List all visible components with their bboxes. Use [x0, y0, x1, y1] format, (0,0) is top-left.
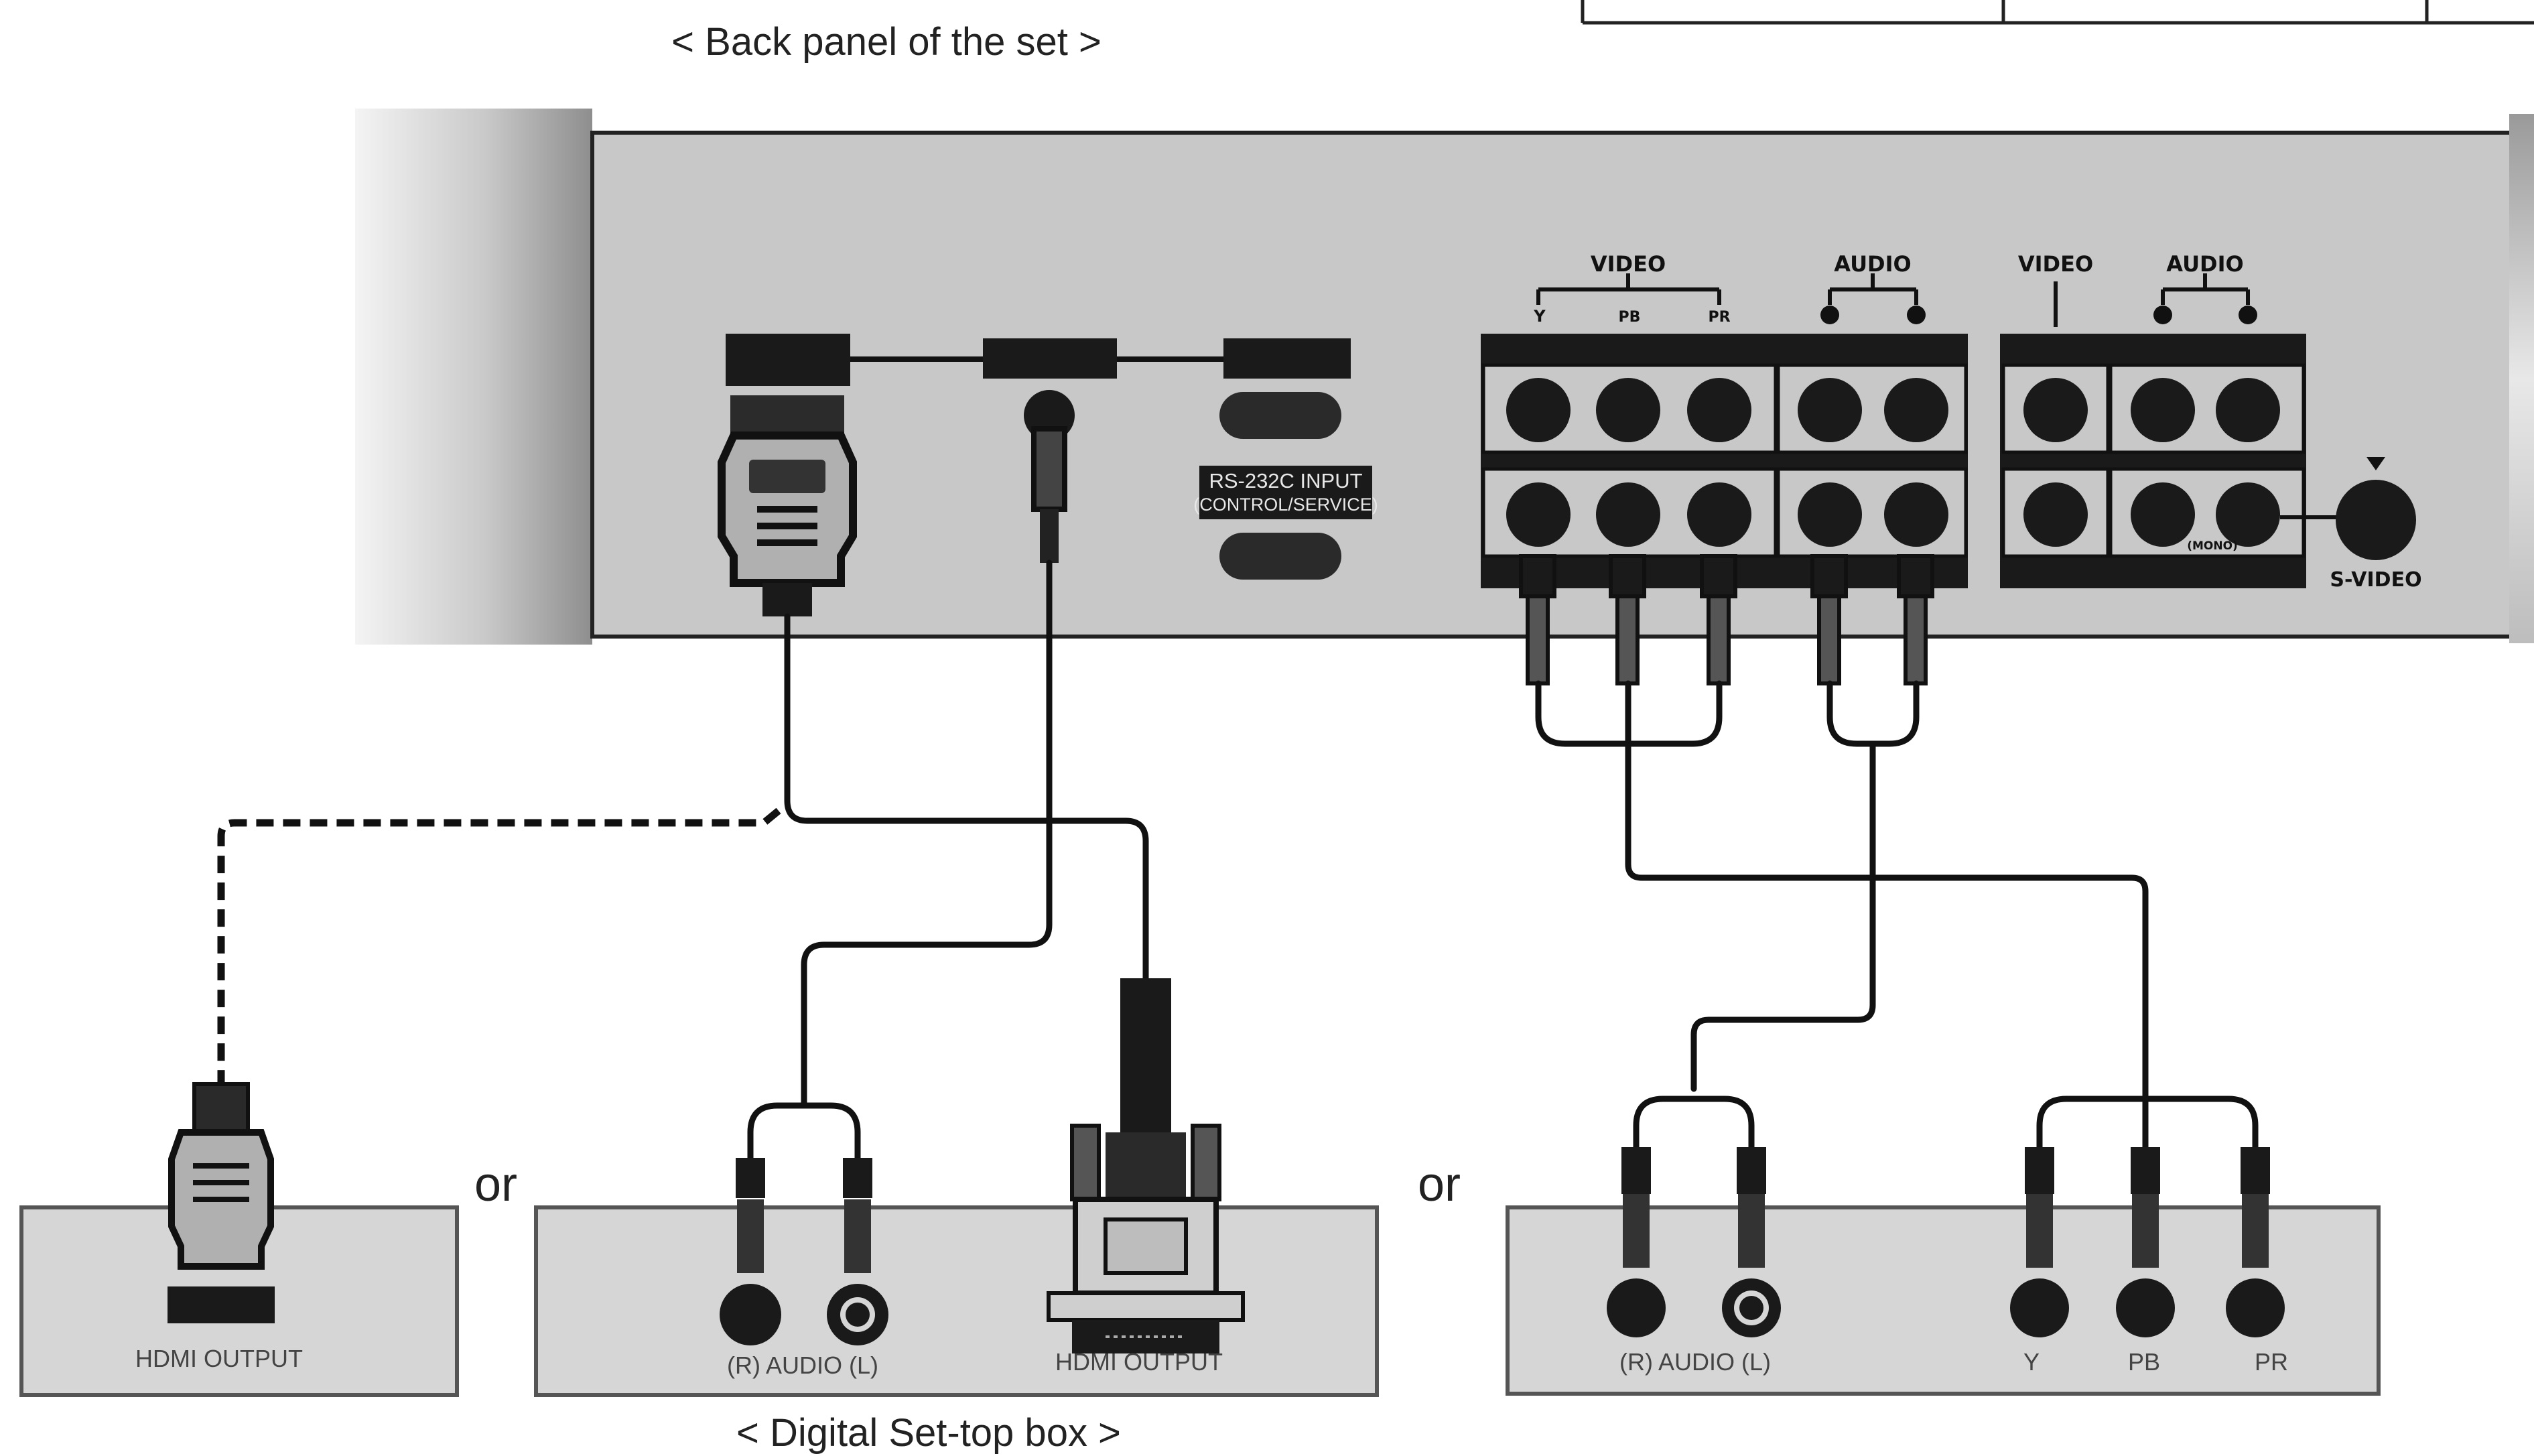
component-box-pb-label: PB — [2128, 1348, 2160, 1376]
component-block-labels — [1536, 273, 2250, 327]
rs232-port — [1199, 338, 1372, 580]
rs232-label-line2: (CONTROL/SERVICE) — [1193, 494, 1378, 515]
rs232-label-line1: RS-232C INPUT — [1209, 469, 1362, 492]
dvi-set-top-box — [534, 978, 1379, 1397]
component-input-block — [1481, 334, 1968, 588]
av-audio-label: AUDIO — [2166, 251, 2243, 277]
or-separator-1: or — [474, 1158, 517, 1211]
hdmi-source-box — [19, 1082, 459, 1397]
component-audio-label: AUDIO — [1834, 251, 1911, 277]
dvi-stb-hdmi-label: HDMI OUTPUT — [1055, 1348, 1223, 1376]
component-box-y-label: Y — [2023, 1348, 2040, 1376]
svideo-port — [2336, 457, 2416, 560]
av-input-block — [2000, 334, 2340, 588]
panel-side-right — [2509, 114, 2534, 643]
hdmi-source-label: HDMI OUTPUT — [135, 1345, 303, 1372]
mono-label: (MONO) — [2187, 539, 2238, 553]
hdmi-dashed-cable — [217, 807, 781, 1082]
audio-dot-left — [1820, 306, 1839, 324]
cables — [747, 559, 2259, 1166]
back-panel-title: < Back panel of the set > — [671, 20, 1102, 64]
panel-side-left — [355, 109, 592, 645]
component-pb-label: PB — [1619, 309, 1641, 326]
component-source-box — [1506, 1147, 2381, 1396]
dvi-stb-audio-label: (R) AUDIO (L) — [727, 1351, 878, 1379]
or-separator-2: or — [1418, 1158, 1461, 1211]
component-video-label: VIDEO — [1591, 251, 1666, 277]
component-box-audio-label: (R) AUDIO (L) — [1619, 1348, 1771, 1376]
svideo-label: S-VIDEO — [2330, 568, 2421, 592]
top-table-fragment — [1581, 0, 2534, 25]
av-audio-dot-left — [2153, 306, 2172, 324]
av-video-label: VIDEO — [2018, 251, 2093, 277]
hdmi-input-jack — [718, 334, 983, 616]
component-y-label: Y — [1533, 307, 1546, 326]
component-box-pr-label: PR — [2255, 1348, 2288, 1376]
audio-input-jack — [983, 338, 1223, 563]
av-audio-dot-right — [2239, 306, 2257, 324]
audio-dot-right — [1907, 306, 1926, 324]
component-pr-label: PR — [1708, 309, 1730, 326]
set-top-box-title: < Digital Set-top box > — [736, 1411, 1121, 1455]
